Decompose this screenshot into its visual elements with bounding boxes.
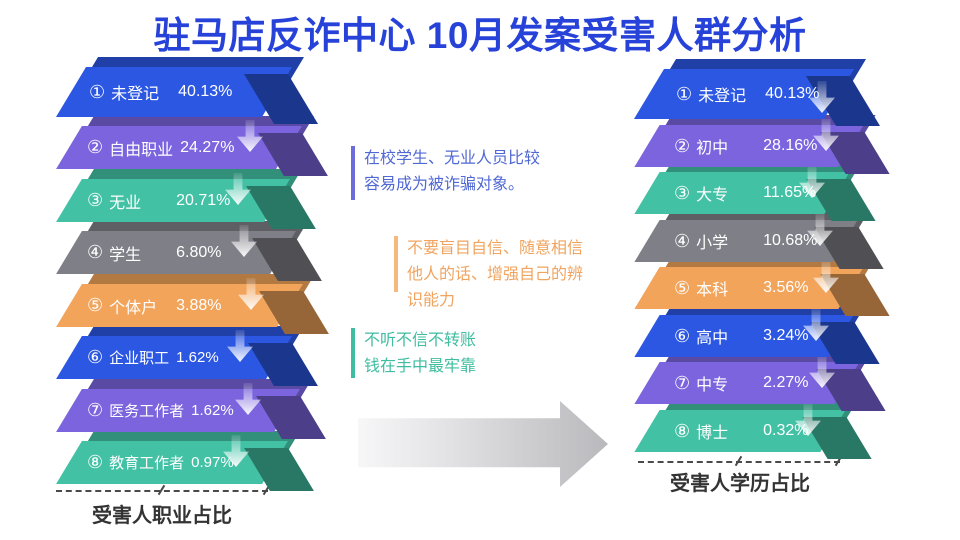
plate-category: 大专 xyxy=(696,187,729,204)
plate-percent: 10.68% xyxy=(763,232,818,249)
occupation-plate-3: ③ 无业 20.71% xyxy=(56,169,316,229)
plate-category: 博士 xyxy=(696,425,729,442)
plate-row: ⑤ 本科 3.56% xyxy=(647,267,851,309)
plate-row: ④ 学生 6.80% xyxy=(69,231,283,274)
plate-rank: ④ xyxy=(87,242,104,262)
plate-rank: ① xyxy=(89,81,106,102)
plate-row: ① 未登记 40.13% xyxy=(649,69,839,119)
plate-percent: 3.88% xyxy=(176,296,222,314)
transition-arrow xyxy=(358,401,608,487)
plate-rank: ④ xyxy=(674,230,691,251)
education-plate-1: ① 未登记 40.13% xyxy=(633,59,881,126)
plate-percent: 1.62% xyxy=(176,349,219,366)
stack-caption-education: 受害人学历占比 xyxy=(670,473,810,495)
plate-category: 未登记 xyxy=(111,86,160,103)
education-plate-8: ⑧ 博士 0.32% xyxy=(634,400,872,459)
note-students: 在校学生、无业人员比较 容易成为被诈骗对象。 xyxy=(351,146,540,200)
plate-rank: ⑧ xyxy=(674,420,691,441)
plate-percent: 3.56% xyxy=(763,279,809,296)
plate-category: 本科 xyxy=(696,282,729,299)
plate-row: ⑧ 教育工作者 0.97% xyxy=(69,441,275,484)
plate-percent: 1.62% xyxy=(191,402,234,419)
education-plate-3: ③ 大专 11.65% xyxy=(634,162,876,221)
occupation-plate-5: ⑤ 个体户 3.88% xyxy=(56,274,329,334)
page-title: 驻马店反诈中心 10月发案受害人群分析 xyxy=(153,15,807,56)
plate-category: 学生 xyxy=(109,246,142,264)
plate-rank: ② xyxy=(87,137,104,157)
plate-percent: 6.80% xyxy=(176,243,222,261)
plate-category: 无业 xyxy=(109,194,142,212)
plate-row: ③ 大专 11.65% xyxy=(647,172,837,214)
plate-row: ④ 小学 10.68% xyxy=(647,220,845,262)
note-no-transfer: 不听不信不转账 钱在手中最牢靠 xyxy=(351,328,476,380)
education-plate-6: ⑥ 高中 3.24% xyxy=(634,305,880,364)
note-accent-bar xyxy=(351,328,355,378)
plate-percent: 0.97% xyxy=(191,454,234,471)
plate-category: 医务工作者 xyxy=(109,403,185,420)
occupation-plate-4: ④ 学生 6.80% xyxy=(56,221,322,281)
education-plate-7: ⑦ 中专 2.27% xyxy=(634,352,886,411)
plate-percent: 20.71% xyxy=(176,191,231,209)
plate-row: ⑦ 中专 2.27% xyxy=(647,362,847,404)
plate-percent: 0.32% xyxy=(763,422,809,439)
occupation-plate-1: ① 未登记 40.13% xyxy=(55,57,319,124)
plate-row: ② 初中 28.16% xyxy=(647,125,851,167)
plate-rank: ⑧ xyxy=(87,452,104,472)
plate-row: ② 自由职业 24.27% xyxy=(69,126,289,169)
plate-rank: ③ xyxy=(87,190,104,210)
occupation-plate-6: ⑥ 企业职工 1.62% xyxy=(56,326,318,386)
note-text: 不要盲目自信、随意相信 他人的话、增强自己的辨 识能力 xyxy=(407,240,584,309)
plate-category: 初中 xyxy=(696,140,729,157)
plate-row: ① 未登记 40.13% xyxy=(71,67,277,117)
plate-percent: 3.24% xyxy=(763,327,809,344)
plate-rank: ⑥ xyxy=(674,325,691,346)
plate-row: ⑥ 高中 3.24% xyxy=(647,315,841,357)
plate-category: 个体户 xyxy=(109,299,158,317)
stack-caption-occupation: 受害人职业占比 xyxy=(92,505,232,527)
plate-row: ⑦ 医务工作者 1.62% xyxy=(69,389,287,432)
plate-rank: ⑤ xyxy=(87,295,104,315)
plate-row: ⑧ 博士 0.32% xyxy=(647,410,833,452)
plate-category: 小学 xyxy=(696,235,729,252)
plate-rank: ⑥ xyxy=(87,347,104,367)
plate-category: 中专 xyxy=(696,377,729,394)
plate-percent: 11.65% xyxy=(763,184,817,201)
education-plate-5: ⑤ 本科 3.56% xyxy=(634,257,890,316)
plate-category: 教育工作者 xyxy=(109,455,185,472)
plate-row: ⑤ 个体户 3.88% xyxy=(69,284,290,327)
plate-row: ③ 无业 20.71% xyxy=(69,179,277,222)
plate-percent: 40.13% xyxy=(765,85,820,102)
plate-percent: 40.13% xyxy=(178,83,233,100)
plate-rank: ② xyxy=(674,135,691,156)
note-accent-bar xyxy=(394,236,398,292)
plate-percent: 28.16% xyxy=(763,137,818,154)
stack-base-dashed-line xyxy=(638,455,843,467)
plate-category: 企业职工 xyxy=(109,350,170,367)
education-plate-2: ② 初中 28.16% xyxy=(634,115,890,174)
plate-rank: ⑤ xyxy=(674,277,691,298)
plate-rank: ⑦ xyxy=(674,372,691,393)
note-confidence: 不要盲目自信、随意相信 他人的话、增强自己的辨 识能力 xyxy=(394,236,583,314)
plate-rank: ③ xyxy=(674,182,691,203)
occupation-plate-8: ⑧ 教育工作者 0.97% xyxy=(56,431,314,491)
plate-category: 高中 xyxy=(696,330,729,347)
plate-percent: 24.27% xyxy=(180,138,235,156)
plate-rank: ⑦ xyxy=(87,400,104,420)
plate-category: 自由职业 xyxy=(109,141,174,159)
education-plate-4: ④ 小学 10.68% xyxy=(634,210,884,269)
plate-row: ⑥ 企业职工 1.62% xyxy=(69,336,279,379)
occupation-plate-7: ⑦ 医务工作者 1.62% xyxy=(56,379,326,439)
plate-rank: ① xyxy=(676,83,693,104)
note-accent-bar xyxy=(351,146,355,200)
note-text: 在校学生、无业人员比较 容易成为被诈骗对象。 xyxy=(364,150,541,193)
stack-base-dashed-line xyxy=(56,484,271,496)
note-text: 不听不信不转账 钱在手中最牢靠 xyxy=(364,332,477,375)
plate-percent: 2.27% xyxy=(763,374,809,391)
occupation-plate-2: ② 自由职业 24.27% xyxy=(56,116,328,176)
plate-category: 未登记 xyxy=(698,88,747,105)
